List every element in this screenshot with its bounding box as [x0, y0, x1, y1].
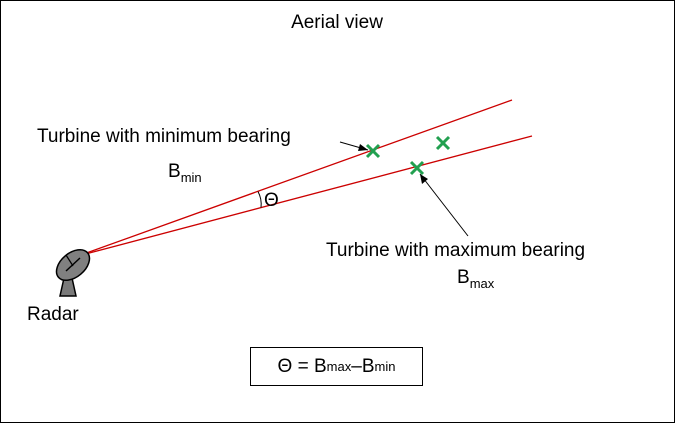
- formula-b2: B: [361, 355, 375, 377]
- b-min-symbol: Bmin: [168, 161, 202, 185]
- diagram-title: Aerial view: [291, 12, 383, 33]
- turbine-marker-middle: [435, 135, 451, 151]
- formula-b1: B: [313, 355, 327, 377]
- formula-minus: –: [351, 355, 362, 377]
- angle-label: Θ: [264, 190, 279, 211]
- angle-arc: [257, 191, 262, 208]
- b-max-symbol: Bmax: [457, 267, 495, 291]
- min-turbine-pointer-arrow: [339, 141, 369, 151]
- turbine-max-label: Turbine with maximum bearing: [326, 240, 585, 261]
- radar-label: Radar: [27, 304, 79, 325]
- formula-lhs: Θ =: [277, 355, 309, 377]
- turbine-marker-max: [409, 160, 425, 176]
- turbine-min-label: Turbine with minimum bearing: [37, 126, 291, 147]
- max-turbine-pointer-arrow: [419, 173, 469, 237]
- radar-dish-icon: [55, 248, 91, 297]
- max-bearing-line: [77, 135, 533, 257]
- b-max-base: B: [457, 267, 470, 288]
- min-bearing-line: [77, 99, 513, 257]
- b-min-base: B: [168, 161, 181, 182]
- turbine-marker-min: [365, 143, 381, 159]
- b-max-sub: max: [470, 276, 495, 291]
- b-min-sub: min: [181, 170, 202, 185]
